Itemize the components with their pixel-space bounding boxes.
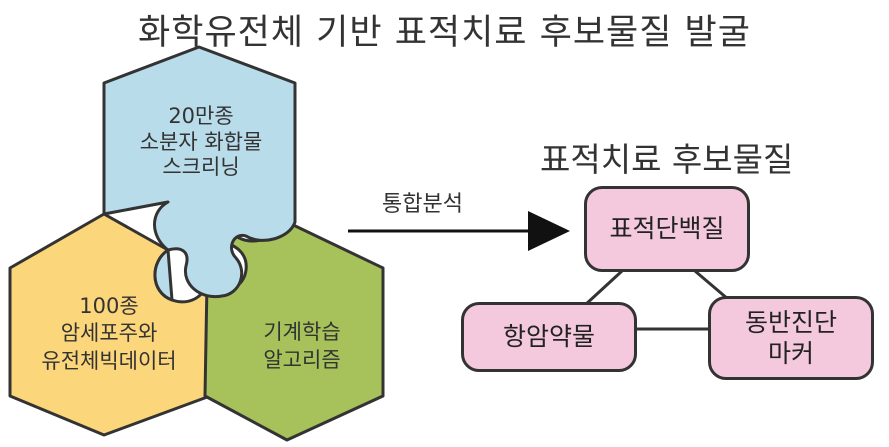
companion-diagnostic-box: 동반진단 마커 <box>708 296 874 380</box>
right-piece-line-1: 기계학습 <box>263 320 341 344</box>
top-piece-line-1: 20만종 <box>168 104 234 128</box>
top-piece-text: 20만종 소분자 화합물 스크리닝 <box>116 104 286 181</box>
right-section-title: 표적치료 후보물질 <box>540 140 794 179</box>
diagram-title: 화학유전체 기반 표적치료 후보물질 발굴 <box>138 13 751 53</box>
anticancer-drug-box: 항암약물 <box>461 302 637 372</box>
left-piece-line-3: 유전체빅데이터 <box>41 348 177 373</box>
target-protein-box: 표적단백질 <box>584 186 750 272</box>
anticancer-drug-label: 항암약물 <box>502 322 595 352</box>
companion-diagnostic-line-1: 동반진단 <box>744 307 837 337</box>
top-puzzle-piece <box>102 45 297 302</box>
connector-target-drug <box>583 269 624 307</box>
left-piece-line-1: 100종 <box>79 294 139 318</box>
left-piece-line-2: 암세포주와 <box>60 321 158 346</box>
top-piece-line-2: 소분자 화합물 <box>139 129 263 154</box>
arrow-label: 통합분석 <box>382 192 463 217</box>
left-piece-text: 100종 암세포주와 유전체빅데이터 <box>10 293 208 375</box>
companion-diagnostic-line-2: 마커 <box>767 339 814 368</box>
right-piece-text: 기계학습 알고리즘 <box>232 318 372 375</box>
target-protein-label: 표적단백질 <box>609 214 725 244</box>
top-piece-line-3: 스크리닝 <box>162 155 240 180</box>
integration-arrow-head <box>528 211 570 251</box>
right-piece-line-2: 알고리즘 <box>263 348 341 373</box>
